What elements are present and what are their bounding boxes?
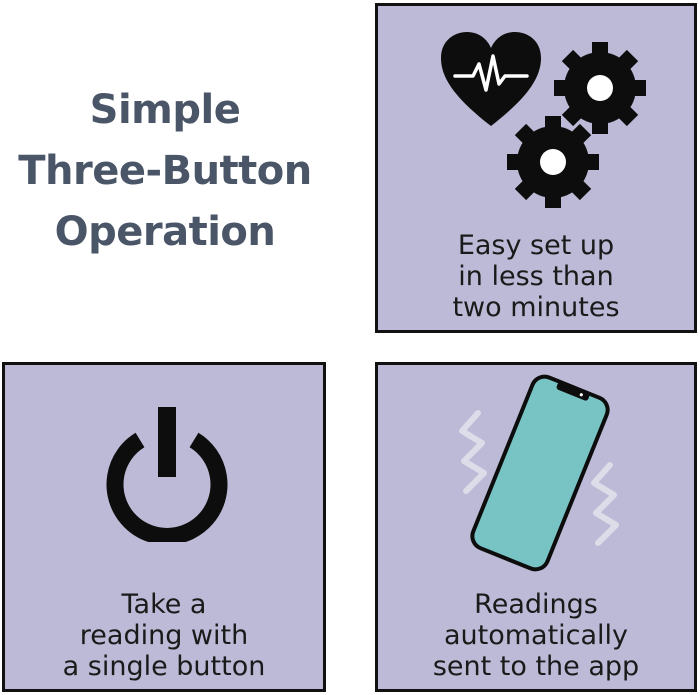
gear-icon bbox=[507, 116, 599, 208]
caption-line: reading with bbox=[79, 620, 249, 651]
card-caption: Take a reading with a single button bbox=[5, 589, 323, 682]
headline: Simple Three-Button Operation bbox=[0, 80, 330, 263]
caption-line: automatically bbox=[443, 620, 629, 651]
gear-icon bbox=[554, 42, 646, 134]
heart-gears-icon bbox=[441, 32, 646, 208]
vibrating-phone-icon bbox=[459, 374, 619, 572]
card-caption: Readings automatically sent to the app bbox=[378, 589, 694, 682]
headline-line-3: Operation bbox=[54, 209, 276, 255]
feature-card-single-button: Take a reading with a single button bbox=[2, 362, 326, 692]
caption-line: Take a bbox=[121, 589, 207, 620]
caption-line: Easy set up bbox=[457, 230, 615, 261]
vibration-left-icon bbox=[459, 410, 487, 494]
heart-icon bbox=[441, 32, 541, 126]
feature-card-setup: Easy set up in less than two minutes bbox=[375, 3, 697, 333]
power-icon bbox=[106, 407, 228, 542]
caption-line: in less than bbox=[458, 261, 614, 292]
vibration-right-icon bbox=[591, 462, 619, 546]
headline-line-2: Three-Button bbox=[18, 148, 312, 194]
card-caption: Easy set up in less than two minutes bbox=[378, 230, 694, 323]
feature-card-app-sync: Readings automatically sent to the app bbox=[375, 362, 697, 692]
caption-line: sent to the app bbox=[432, 651, 640, 682]
caption-line: two minutes bbox=[452, 292, 620, 323]
caption-line: a single button bbox=[62, 651, 266, 682]
heartbeat-line-icon bbox=[453, 54, 529, 92]
caption-line: Readings bbox=[474, 589, 598, 620]
headline-line-1: Simple bbox=[89, 87, 241, 133]
phone-icon bbox=[470, 374, 610, 572]
